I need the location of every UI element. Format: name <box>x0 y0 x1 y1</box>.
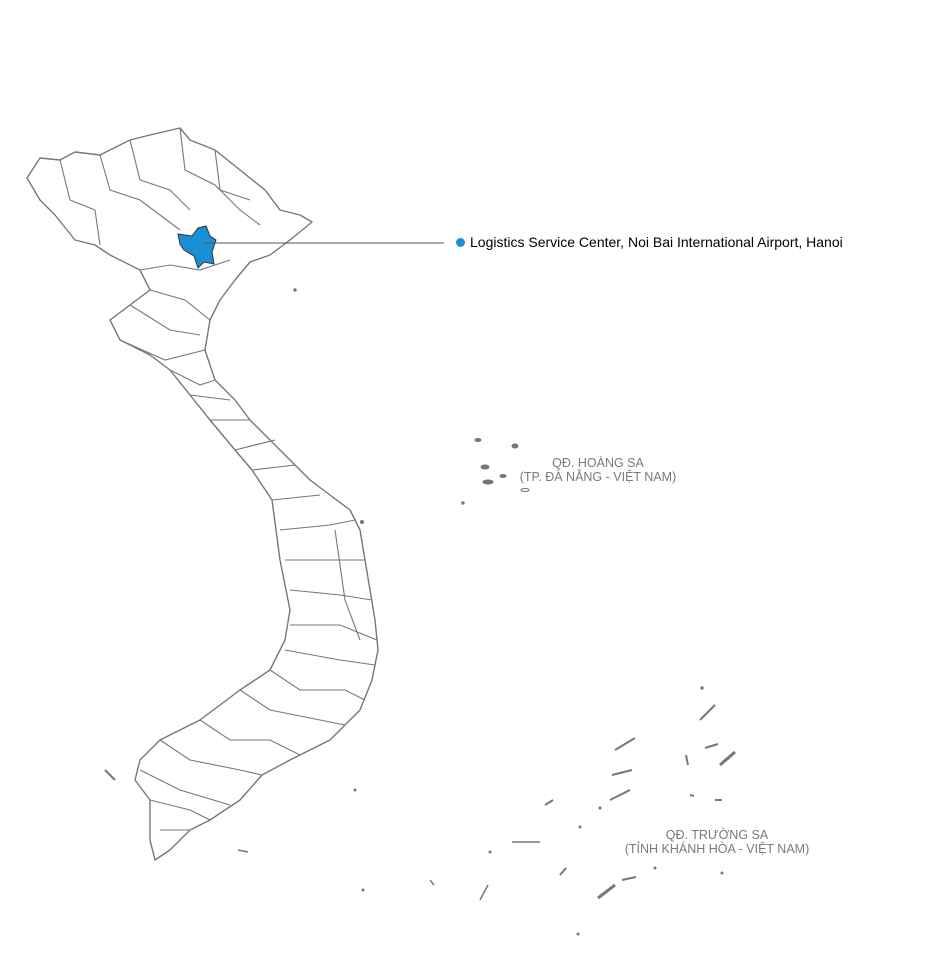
truong-sa-name: QĐ. TRƯỜNG SA <box>665 828 769 842</box>
hoang-sa-name: QĐ. HOÀNG SA <box>552 456 644 470</box>
hanoi-region <box>177 225 217 269</box>
hoang-sa-admin-text: (TP. ĐÀ NẴNG - VIỆT NAM) <box>519 470 677 484</box>
province-borders <box>59 127 378 831</box>
truong-sa-admin: (TỈNH KHÁNH HÒA - VIỆT NAM) <box>624 842 810 856</box>
location-label[interactable]: Logistics Service Center, Noi Bai Intern… <box>456 234 843 250</box>
islands <box>104 288 736 936</box>
location-name: Logistics Service Center, Noi Bai Intern… <box>470 234 843 250</box>
location-marker-icon <box>456 237 465 247</box>
hoang-sa-label: QĐ. HOÀNG SA (TỈNH KHÁNH HÒA - VIỆT NAM)… <box>513 456 683 484</box>
truong-sa-label: QĐ. TRƯỜNG SA (TỈNH KHÁNH HÒA - VIỆT NAM… <box>617 828 817 856</box>
